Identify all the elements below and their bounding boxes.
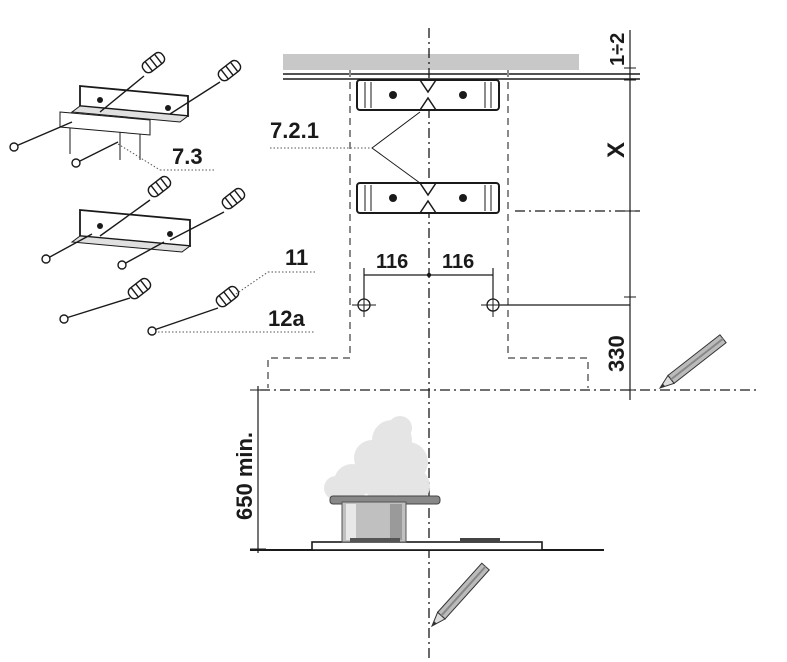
bracket-assembly-bottom (70, 209, 192, 253)
top-gap-label: 1÷2 (607, 33, 629, 66)
spacing-right-label: 116 (442, 251, 474, 273)
steam-cloud (324, 416, 430, 504)
spacing-left-label: 116 (376, 251, 408, 273)
hood-chimney-outline (267, 70, 589, 388)
min-height-label: 650 min. (232, 432, 257, 520)
bracket-assembly-top (59, 85, 190, 160)
wall-plugs (127, 51, 246, 308)
height-x-label: X (603, 142, 630, 158)
screws (9, 75, 225, 336)
bracket-leader (270, 111, 421, 184)
plug-reference-label: 12a (268, 306, 305, 331)
screw-reference-label: 11 (285, 245, 308, 270)
part-reference-label: 7.3 (172, 144, 203, 169)
right-dimension-axis (624, 30, 636, 400)
drill-hole-right (481, 293, 505, 317)
cooking-pot (329, 495, 441, 543)
drop-label: 330 (604, 335, 629, 372)
pencil-icon (658, 334, 727, 389)
pencil-icon-bottom (431, 562, 490, 628)
cooktop (311, 541, 543, 551)
drill-hole-left (352, 293, 376, 317)
cooktop-burner (460, 538, 500, 542)
bracket-reference-label: 7.2.1 (270, 118, 319, 143)
lower-bracket (356, 182, 500, 214)
part-leader (117, 143, 214, 171)
ceiling-slab (283, 54, 579, 70)
upper-bracket (356, 79, 500, 111)
hole-spacing-dimension (363, 268, 494, 305)
screw-leader (235, 271, 315, 295)
